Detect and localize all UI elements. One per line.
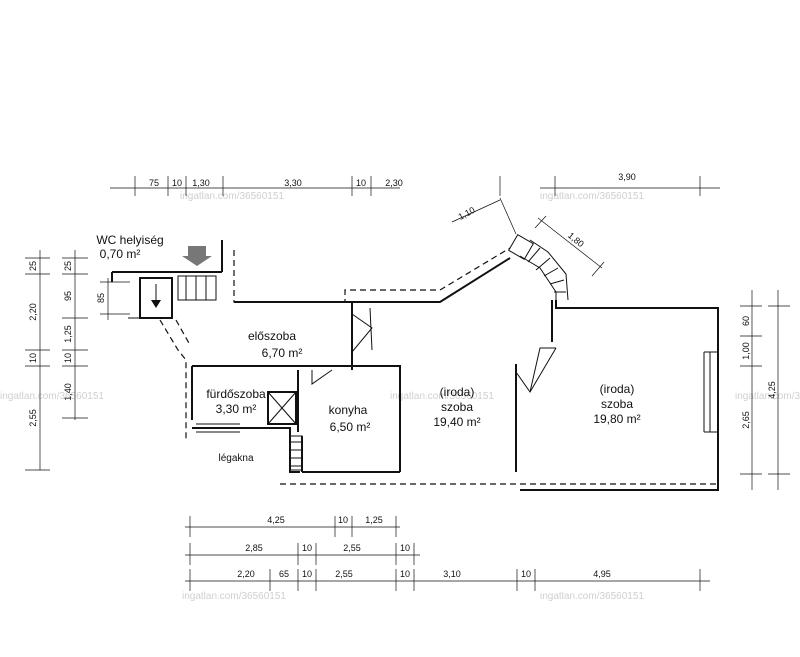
dim-label: 75: [149, 178, 159, 188]
dim-label: 3,90: [618, 172, 636, 182]
room-iroda1-tag: (iroda): [440, 385, 475, 399]
room-konyha-name: konyha: [329, 403, 368, 417]
room-furdoszoba-area: 3,30 m²: [216, 402, 257, 416]
dim-label: 85: [96, 293, 106, 303]
dim-label: 10: [400, 543, 410, 553]
dim-label: 2,20: [28, 303, 38, 321]
dim-label: 10: [63, 353, 73, 363]
dimension-lines: [25, 176, 790, 591]
watermark: ingatlan.com/36560151: [540, 591, 644, 602]
watermark: ingatlan.com/36560151: [390, 391, 494, 402]
walls: [111, 234, 720, 491]
dim-label: 2,85: [245, 543, 263, 553]
room-furdoszoba-name: fürdőszoba: [206, 387, 266, 401]
watermark: ingatlan.com/36560151: [0, 391, 104, 402]
dim-label: 10: [28, 353, 38, 363]
dim-label: 25: [28, 261, 38, 271]
dim-label: 2,20: [237, 569, 255, 579]
room-eloszoba-name: előszoba: [248, 329, 296, 343]
dim-label: 2,55: [343, 543, 361, 553]
dim-label: 1,25: [365, 515, 383, 525]
dim-label: 65: [279, 569, 289, 579]
room-iroda2-name: szoba: [601, 397, 633, 411]
watermark: ingatlan.com/36560151: [180, 191, 284, 202]
dim-label: 95: [63, 291, 73, 301]
room-konyha-area: 6,50 m²: [330, 420, 371, 434]
room-iroda1-name: szoba: [441, 400, 473, 414]
dim-label: 1,00: [741, 342, 751, 360]
dim-label: 60: [741, 316, 751, 326]
dim-label: 10: [356, 178, 366, 188]
room-eloszoba-area: 6,70 m²: [262, 346, 303, 360]
room-wc-name: WC helyiség: [96, 233, 163, 247]
room-labels: WC helyiség 0,70 m² előszoba 6,70 m² für…: [96, 233, 640, 464]
dim-label: 10: [302, 543, 312, 553]
dim-label: 2,30: [385, 178, 403, 188]
dim-label: 2,65: [741, 411, 751, 429]
watermark: ingatlan.com/36560151: [735, 391, 800, 402]
dim-label: 10: [400, 569, 410, 579]
room-iroda2-tag: (iroda): [600, 382, 635, 396]
dim-label: 1,80: [566, 230, 586, 249]
room-iroda1-area: 19,40 m²: [433, 415, 480, 429]
dim-label: 10: [302, 569, 312, 579]
dim-label: 2,55: [335, 569, 353, 579]
room-legakna-name: légakna: [218, 453, 253, 464]
dim-label: 3,30: [284, 178, 302, 188]
watermark: ingatlan.com/36560151: [540, 191, 644, 202]
dim-label: 10: [172, 178, 182, 188]
dim-label: 25: [63, 261, 73, 271]
dim-label: 10: [338, 515, 348, 525]
dim-label: 2,55: [28, 409, 38, 427]
dim-label: 4,25: [267, 515, 285, 525]
dim-label: 1,10: [457, 205, 477, 222]
dim-label: 1,40: [63, 383, 73, 401]
dim-label: 10: [521, 569, 531, 579]
dim-label: 4,95: [593, 569, 611, 579]
dim-label: 4,25: [767, 381, 777, 399]
dim-label: 3,10: [443, 569, 461, 579]
dimension-labels: 75 10 1,30 3,30 10 2,30 3,90 1,10 1,80 2…: [28, 172, 777, 579]
watermarks: ingatlan.com/36560151 ingatlan.com/36560…: [0, 191, 800, 602]
dim-label: 1,25: [63, 325, 73, 343]
dim-label: 1,30: [192, 178, 210, 188]
room-wc-area: 0,70 m²: [100, 247, 141, 261]
watermark: ingatlan.com/36560151: [182, 591, 286, 602]
room-iroda2-area: 19,80 m²: [593, 412, 640, 426]
